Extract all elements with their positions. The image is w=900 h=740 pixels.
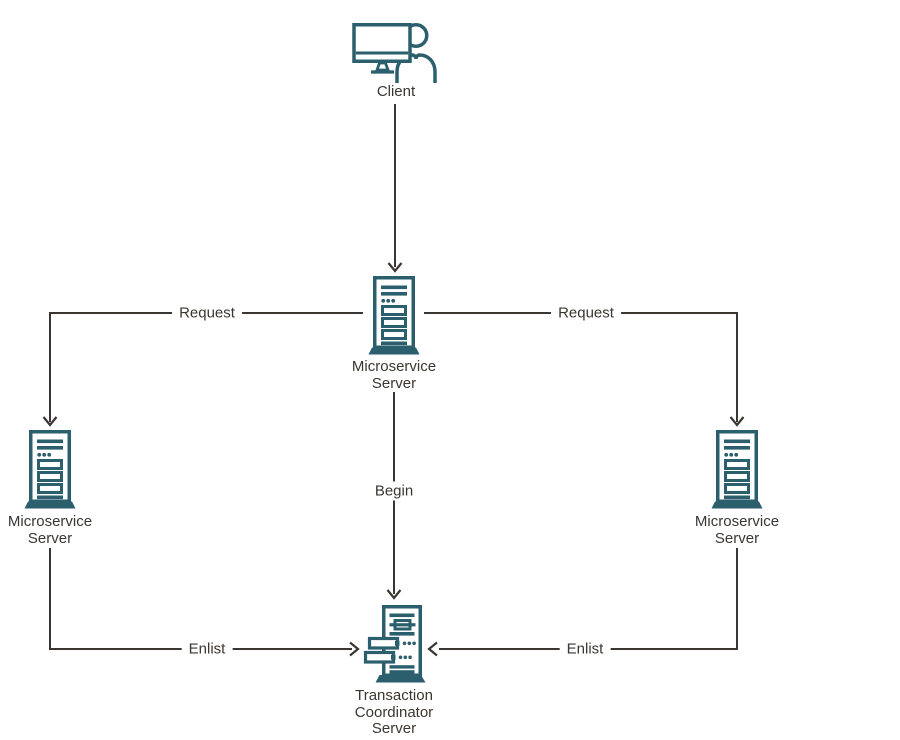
node-microservice-left — [24, 430, 76, 512]
arrowhead-left-enlist — [427, 641, 438, 657]
node-microservice-center — [368, 276, 420, 358]
transaction-coordinator-label: Transaction Coordinator Server — [354, 687, 434, 737]
edge-label-request-right: Request — [551, 303, 621, 323]
edge-enlist-left — [49, 548, 352, 650]
arrowhead-down-center — [387, 262, 403, 273]
edge-label-begin: Begin — [367, 481, 421, 501]
edge-request-right — [424, 312, 738, 422]
edge-request-left — [49, 312, 363, 422]
server-icon — [711, 430, 763, 509]
edge-label-request-left: Request — [172, 303, 242, 323]
node-client — [352, 21, 440, 83]
server-icon — [368, 276, 420, 355]
edge-label-enlist-left: Enlist — [181, 639, 233, 659]
edge-label-enlist-right: Enlist — [559, 639, 611, 659]
arrowhead-right-enlist — [349, 641, 360, 657]
arrowhead-down-begin — [386, 589, 402, 600]
transaction-coordinator-icon — [363, 605, 426, 683]
edge-enlist-right — [439, 548, 738, 650]
client-label: Client — [376, 83, 416, 100]
server-icon — [24, 430, 76, 509]
node-microservice-right — [711, 430, 763, 512]
microservice-center-label: Microservice Server — [351, 358, 437, 392]
client-icon — [352, 23, 437, 83]
arrowhead-down-left — [42, 416, 58, 427]
microservice-right-label: Microservice Server — [694, 513, 780, 547]
microservice-left-label: Microservice Server — [7, 513, 93, 547]
node-transaction-coordinator — [362, 605, 428, 685]
arrowhead-down-right — [729, 416, 745, 427]
